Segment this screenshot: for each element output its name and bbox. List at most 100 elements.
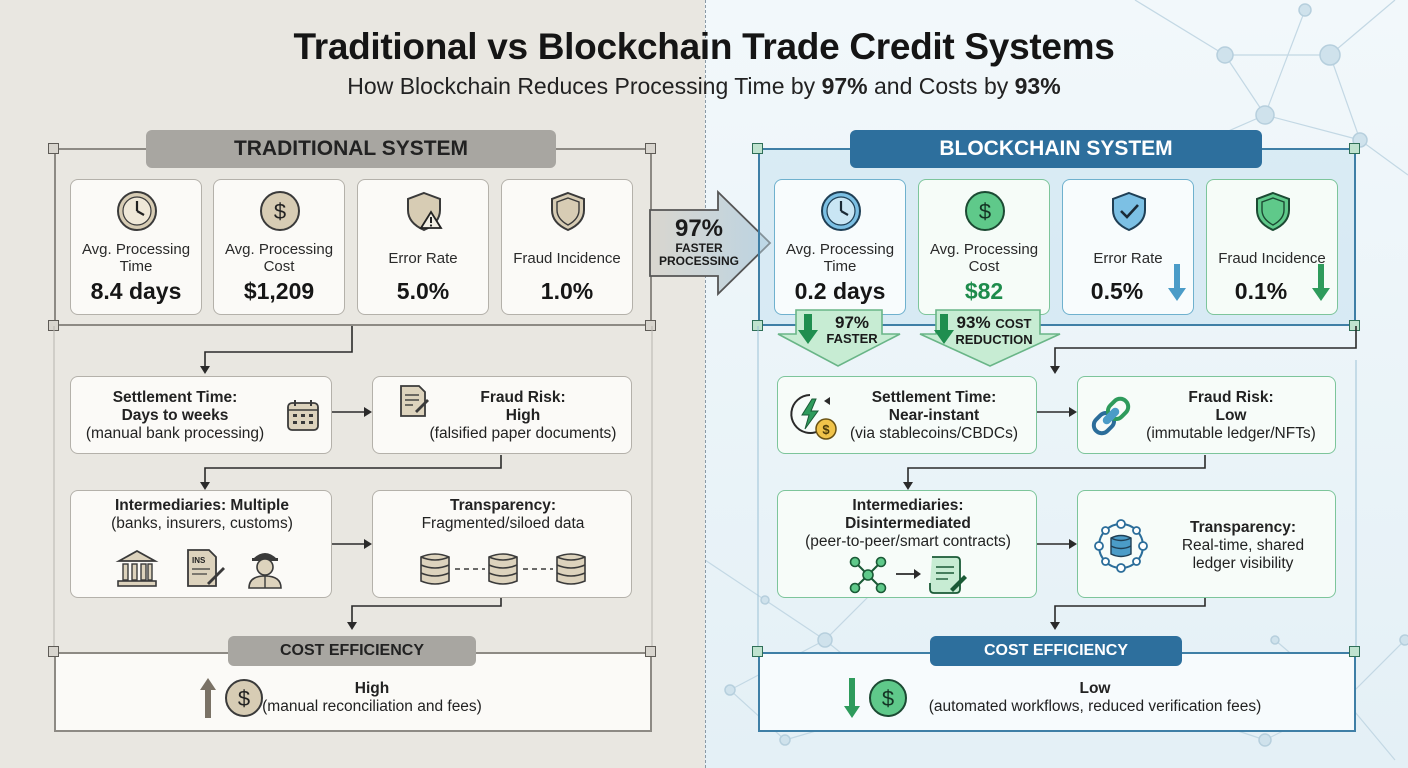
blockchain-fraud-card: Fraud Risk: Low (immutable ledger/NFTs): [1077, 376, 1336, 454]
reduction-callouts-graphic: [777, 309, 1061, 367]
settlement-value: Near-instant: [888, 407, 980, 424]
traditional-transparency-card: Transparency: Fragmented/siloed data: [372, 490, 632, 598]
clock-icon: [117, 191, 157, 231]
traditional-flow-connectors: [53, 326, 653, 652]
cost-level: Low: [1079, 680, 1111, 697]
clock-icon: [821, 191, 861, 231]
frame-corner: [48, 143, 59, 154]
metric-value: $1,209: [243, 278, 315, 304]
page-title: Traditional vs Blockchain Trade Credit S…: [293, 26, 1115, 67]
blockchain-metric-processing-cost: $ Avg. Processing Cost $82: [918, 179, 1050, 315]
blockchain-transparency-card: Transparency: Real-time, shared ledger v…: [1077, 490, 1336, 598]
cost-up-arrow-dollar-icon: $: [200, 678, 263, 718]
metric-label: Error Rate: [1093, 249, 1163, 267]
faster-callout: 97% FASTER: [826, 313, 878, 346]
blockchain-intermediaries-card: Intermediaries: Disintermediated (peer-t…: [777, 490, 1037, 598]
settlement-value: Days to weeks: [121, 407, 229, 424]
cost-percent: 93%: [1014, 73, 1061, 99]
falsified-document-icon: [400, 385, 429, 417]
traditional-metric-processing-cost: $ Avg. Processing Cost $1,209: [213, 179, 345, 315]
insurance-document-icon: INS: [187, 549, 225, 587]
cost-level: High: [354, 680, 390, 697]
customs-officer-icon: [248, 553, 282, 589]
settlement-title: Settlement Time:: [871, 389, 997, 406]
faster-processing-arrow-icon: [649, 189, 772, 297]
intermediaries-title: Intermediaries:: [852, 497, 964, 514]
frame-corner: [752, 143, 763, 154]
siloed-databases-icon: [420, 553, 586, 585]
peer-network-icon: [849, 556, 887, 594]
blockchain-metric-error-rate: Error Rate 0.5%: [1062, 179, 1194, 315]
cost-detail: (manual reconciliation and fees): [262, 698, 482, 715]
time-percent: 97%: [821, 73, 868, 99]
traditional-system-header: TRADITIONAL SYSTEM: [146, 130, 556, 168]
fraud-title: Fraud Risk:: [480, 389, 566, 406]
fraud-detail: (falsified paper documents): [429, 425, 617, 442]
settlement-detail: (via stablecoins/CBDCs): [850, 425, 1018, 442]
intermediaries-detail: (peer-to-peer/smart contracts): [805, 533, 1011, 550]
blockchain-metric-fraud-incidence: Fraud Incidence 0.1%: [1206, 179, 1338, 315]
svg-text:$: $: [979, 199, 991, 224]
frame-corner: [645, 320, 656, 331]
frame-corner: [645, 646, 656, 657]
traditional-fraud-card: Fraud Risk: High (falsified paper docume…: [372, 376, 632, 454]
frame-corner: [645, 143, 656, 154]
svg-text:$: $: [274, 199, 286, 224]
metric-label: Avg. Processing Cost: [224, 241, 334, 275]
frame-corner: [1349, 646, 1360, 657]
metric-label: Fraud Incidence: [513, 249, 621, 267]
blockchain-cost-efficiency-header: COST EFFICIENCY: [930, 636, 1182, 666]
metric-value: 1.0%: [540, 278, 594, 304]
blockchain-system-header: BLOCKCHAIN SYSTEM: [850, 130, 1262, 168]
metric-label: Error Rate: [388, 249, 458, 267]
chain-link-icon: [1091, 396, 1131, 436]
metric-value: 0.1%: [1234, 278, 1288, 304]
metric-value: 5.0%: [396, 278, 450, 304]
traditional-intermediaries-card: Intermediaries: Multiple (banks, insurer…: [70, 490, 332, 598]
cost-down-arrow-dollar-icon: $: [844, 678, 907, 718]
metric-value: 0.2 days: [794, 278, 886, 304]
intermediaries-value: Disintermediated: [845, 515, 971, 532]
bank-icon: [115, 549, 159, 587]
right-arrow-icon: [896, 569, 921, 579]
instant-settlement-icon: $: [790, 394, 837, 440]
cost-detail: (automated workflows, reduced verificati…: [928, 698, 1262, 715]
svg-text:$: $: [822, 422, 830, 437]
transparency-detail: Real-time, shared: [1181, 537, 1305, 554]
page-subtitle: How Blockchain Reduces Processing Time b…: [347, 73, 1061, 99]
smart-contract-icon: [929, 556, 967, 594]
shield-icon: [551, 191, 585, 232]
calendar-icon: [287, 400, 319, 431]
document-label: INS: [192, 556, 206, 565]
down-arrow-icon: [1168, 264, 1186, 301]
transparency-title: Transparency:: [1190, 519, 1296, 536]
traditional-metric-processing-time: Avg. Processing Time 8.4 days: [70, 179, 202, 315]
settlement-detail: (manual bank processing): [85, 425, 265, 442]
metric-value: 8.4 days: [90, 278, 182, 304]
intermediaries-detail: (banks, insurers, customs): [111, 515, 293, 532]
metric-value: 0.5%: [1090, 278, 1144, 304]
frame-corner: [48, 646, 59, 657]
center-arrow-label: 97% FASTER PROCESSING: [656, 216, 742, 268]
down-arrow-icon: [1312, 264, 1330, 301]
traditional-metric-fraud-incidence: Fraud Incidence 1.0%: [501, 179, 633, 315]
cost-reduction-callout: 93% COST REDUCTION: [955, 313, 1033, 347]
blockchain-settlement-card: $ Settlement Time: Near-instant (via sta…: [777, 376, 1037, 454]
settlement-title: Settlement Time:: [112, 389, 238, 406]
shared-ledger-icon: [1094, 519, 1148, 573]
center-arrow-percent: 97%: [674, 215, 724, 242]
svg-text:$: $: [238, 686, 250, 711]
svg-text:$: $: [882, 686, 894, 711]
traditional-cost-efficiency-header: COST EFFICIENCY: [228, 636, 476, 666]
shield-warning-icon: [407, 191, 443, 232]
dollar-coin-icon: $: [260, 191, 300, 231]
transparency-title: Transparency:: [450, 497, 556, 514]
shield-check-icon: [1112, 191, 1146, 232]
frame-corner: [752, 646, 763, 657]
fraud-value: Low: [1215, 407, 1247, 424]
traditional-metric-error-rate: Error Rate 5.0%: [357, 179, 489, 315]
center-divider: [705, 0, 706, 768]
fraud-value: High: [505, 407, 541, 424]
blockchain-metric-processing-time: Avg. Processing Time 0.2 days: [774, 179, 906, 315]
metric-label: Avg. Processing Time: [81, 241, 191, 275]
